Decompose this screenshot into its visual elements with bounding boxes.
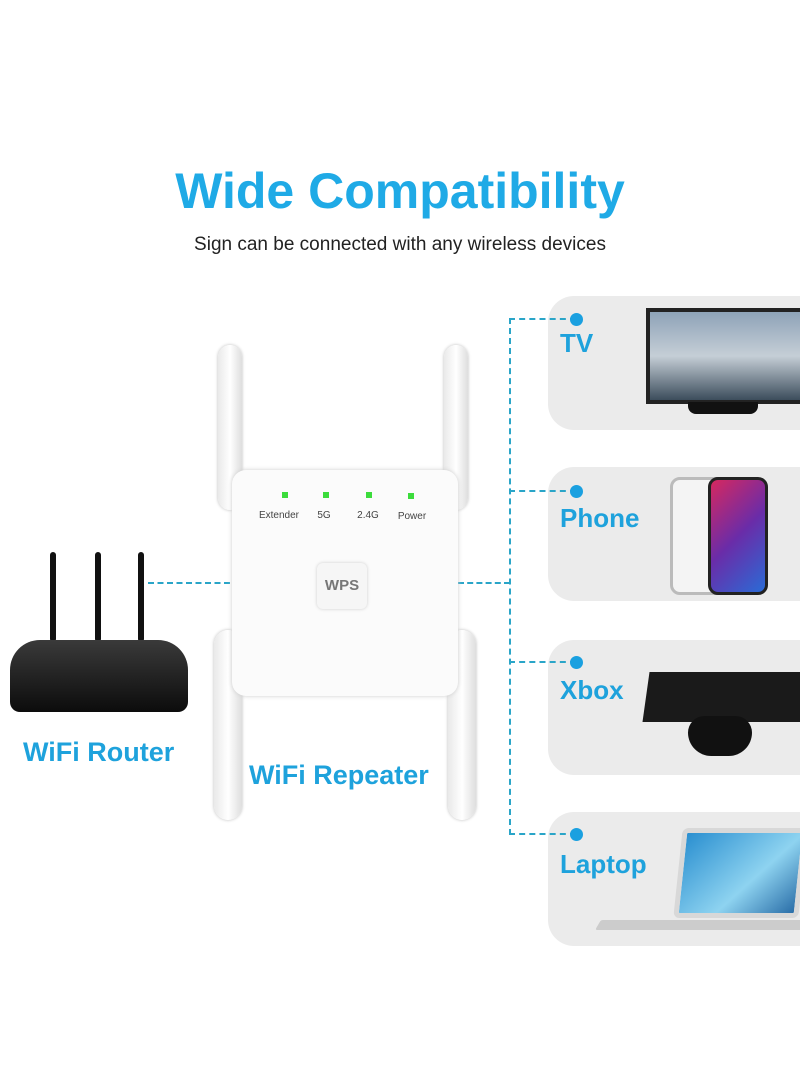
- connector-line: [509, 833, 576, 835]
- device-label-phone: Phone: [560, 503, 640, 533]
- connector-line: [509, 318, 576, 320]
- led-label: Power: [397, 511, 427, 522]
- laptop-icon: [673, 828, 800, 918]
- repeater-label: WiFi Repeater: [249, 760, 429, 790]
- device-label-laptop: Laptop: [560, 849, 647, 879]
- device-card-tv: [548, 296, 800, 430]
- device-label-tv: TV: [560, 328, 594, 358]
- device-label-xbox: Xbox: [560, 675, 624, 705]
- game-console-icon: [642, 672, 800, 722]
- controller-icon: [688, 716, 752, 756]
- connector-dot: [570, 656, 583, 669]
- led-extender: [282, 492, 288, 498]
- connector-line: [458, 582, 510, 584]
- subtitle: Sign can be connected with any wireless …: [194, 234, 606, 255]
- connector-line: [509, 661, 576, 663]
- device-card-laptop: [548, 812, 800, 946]
- connector-line: [509, 490, 576, 492]
- page-title: Wide Compatibility: [175, 163, 625, 219]
- led-label: 5G: [317, 510, 331, 521]
- led-label: Extender: [258, 510, 300, 521]
- router-label: WiFi Router: [23, 737, 175, 767]
- connector-dot: [570, 313, 583, 326]
- led-2.4g: [366, 492, 372, 498]
- device-card-phone: [548, 467, 800, 601]
- led-power: [408, 493, 414, 499]
- led-5g: [323, 492, 329, 498]
- connector-dot: [570, 828, 583, 841]
- connector-dot: [570, 485, 583, 498]
- connector-line: [509, 318, 511, 835]
- led-label: 2.4G: [357, 510, 379, 521]
- tv-stand: [688, 402, 758, 414]
- device-card-xbox: [548, 640, 800, 775]
- phone-icon-front: [708, 477, 768, 595]
- connector-line: [148, 582, 230, 584]
- laptop-base: [595, 920, 800, 930]
- tv-icon: [646, 308, 800, 404]
- wps-button[interactable]: WPS: [317, 563, 367, 609]
